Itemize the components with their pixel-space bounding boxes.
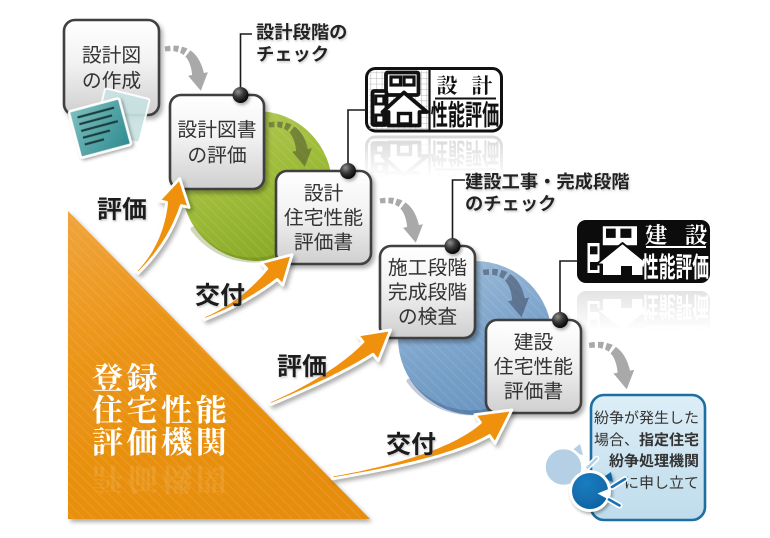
svg-text:設計図書: 設計図書 [177,113,256,142]
svg-text:設: 設 [685,218,708,250]
svg-text:の検査: の検査 [398,301,458,330]
svg-text:のチェック: のチェック [465,190,556,216]
svg-text:性能評価: 性能評価 [642,244,709,285]
svg-text:性能評価: 性能評価 [431,92,499,133]
svg-text:評価機関: 評価機関 [92,459,230,504]
svg-text:場合、指定住宅: 場合、指定住宅 [594,429,699,450]
svg-text:交付: 交付 [386,425,436,461]
svg-text:交付: 交付 [195,276,245,312]
svg-text:チェック: チェック [256,41,329,67]
svg-text:設: 設 [437,70,458,100]
svg-text:建: 建 [645,218,668,250]
svg-text:評価: 評価 [277,347,327,383]
svg-text:計: 計 [472,70,493,100]
svg-text:住宅性能: 住宅性能 [284,202,363,231]
svg-text:評価機関: 評価機関 [92,417,230,462]
svg-text:住宅性能: 住宅性能 [92,385,230,430]
svg-text:設計段階の: 設計段階の [256,19,347,45]
svg-text:完成段階: 完成段階 [388,276,467,305]
svg-text:設計図: 設計図 [82,39,141,68]
svg-text:評価書: 評価書 [294,226,353,255]
svg-text:評価: 評価 [97,190,147,226]
svg-text:建設: 建設 [514,326,554,355]
svg-text:登録: 登録 [92,353,161,398]
svg-text:の作成: の作成 [82,64,141,93]
svg-text:紛争処理機関: 紛争処理機関 [609,450,699,471]
svg-text:に申し立て: に申し立て [624,472,699,493]
svg-text:設計: 設計 [304,177,344,206]
svg-text:建設工事・完成段階: 建設工事・完成段階 [465,168,630,194]
svg-text:住宅性能: 住宅性能 [494,351,573,380]
svg-text:の評価: の評価 [187,139,246,168]
svg-text:評価書: 評価書 [504,375,563,404]
svg-text:施工段階: 施工段階 [388,252,467,281]
svg-text:紛争が発生した: 紛争が発生した [594,407,699,428]
